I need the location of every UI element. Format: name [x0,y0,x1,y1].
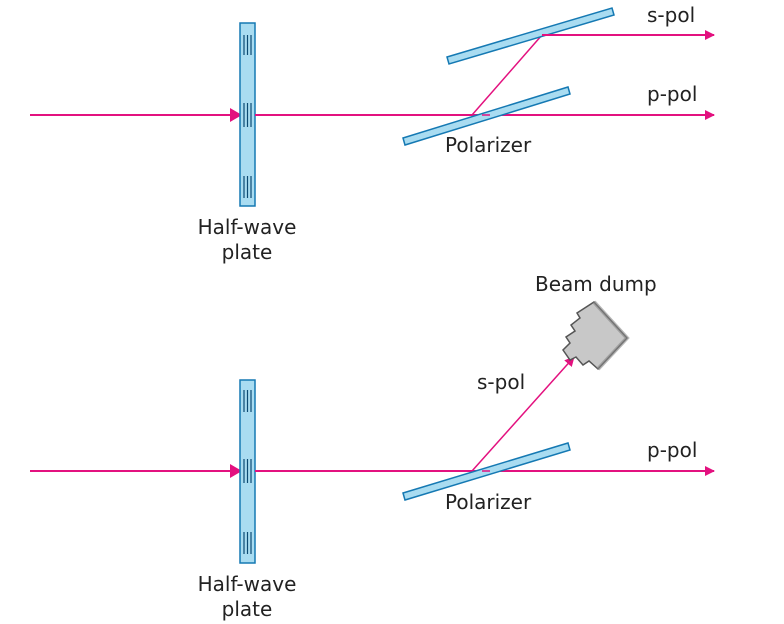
bottom-waveplate-label-line1: Half-wave [198,572,297,596]
top-polarizer [402,86,571,146]
top-panel: s-pol p-pol Polarizer Half-wave plate [30,3,715,264]
bottom-p-pol-label: p-pol [647,438,697,462]
top-s-reflect-beam [471,34,543,116]
top-s-pol-label: s-pol [647,3,695,27]
top-input-arrowhead [230,108,242,122]
bottom-polarizer-label: Polarizer [445,490,532,514]
bottom-half-wave-plate [239,379,256,564]
bottom-input-arrowhead [230,464,242,478]
bottom-s-pol-label: s-pol [477,370,525,394]
top-polarizer-label: Polarizer [445,133,532,157]
bottom-waveplate-label-line2: plate [222,597,273,621]
top-p-pol-label: p-pol [647,82,697,106]
beam-dump [562,300,630,371]
bottom-panel: Beam dump s-pol p-pol Polarizer Half-wav… [30,272,715,621]
top-half-wave-plate [239,22,256,207]
beam-dump-label: Beam dump [535,272,657,296]
top-mirror [446,7,615,65]
bottom-s-beam [471,356,575,472]
top-waveplate-label-line2: plate [222,240,273,264]
top-waveplate-label-line1: Half-wave [198,215,297,239]
